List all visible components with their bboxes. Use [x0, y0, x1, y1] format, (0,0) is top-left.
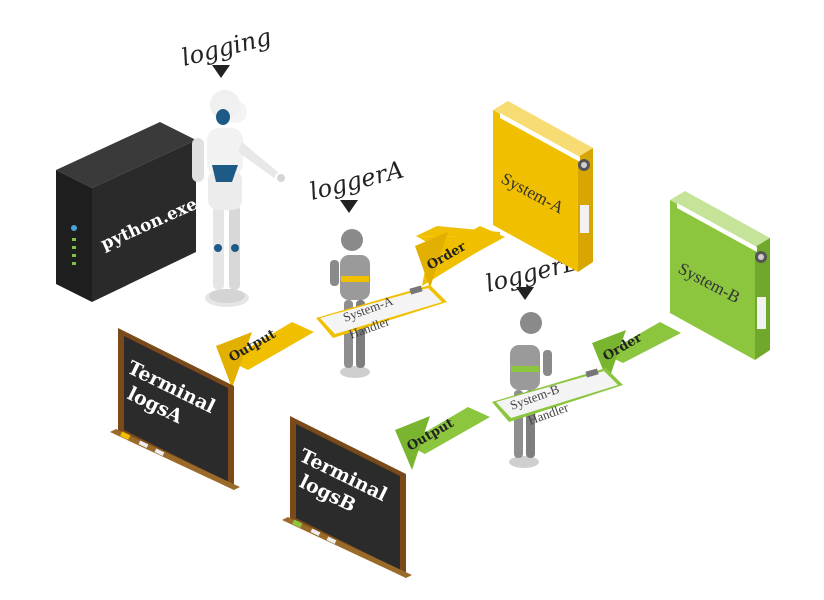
loggerB-pointer-icon — [516, 287, 534, 300]
system-b-binder: System-B — [670, 191, 770, 360]
handler-card-a: System-A Handler — [316, 285, 447, 342]
order-arrow-a: Order — [415, 226, 505, 288]
output-arrow-b: Output — [395, 407, 490, 470]
terminal-board-b: Terminal logsB — [282, 416, 412, 578]
loggerA-pointer-icon — [340, 200, 358, 213]
output-arrow-a: Output — [216, 322, 314, 388]
system-a-binder: System-A — [493, 101, 593, 272]
computer-tower: python.exe — [56, 122, 201, 302]
logging-pointer-icon — [212, 65, 230, 78]
loggerA-label: loggerA — [307, 155, 407, 205]
order-arrow-b: Order — [592, 322, 681, 382]
terminal-board-a: Terminal logsA — [110, 328, 240, 490]
logging-label: logging — [179, 23, 274, 72]
power-leds — [71, 225, 77, 265]
logging-robot — [192, 90, 285, 307]
